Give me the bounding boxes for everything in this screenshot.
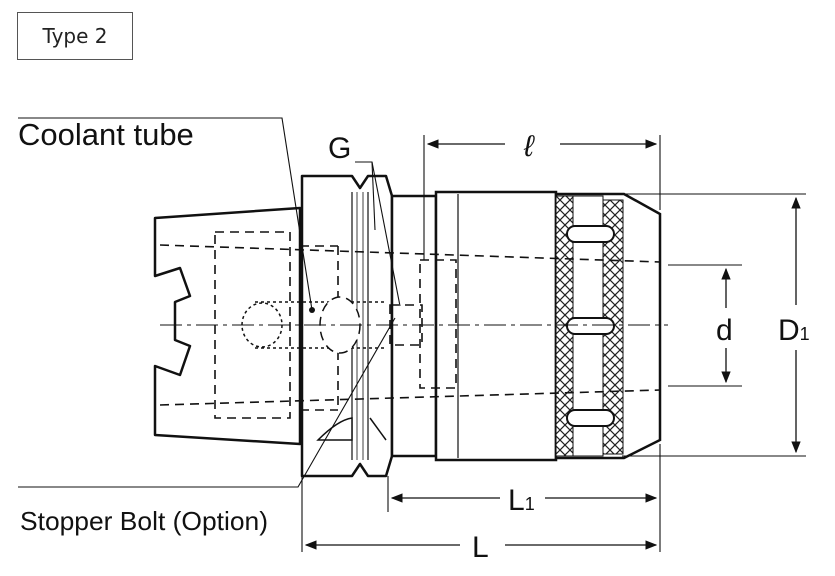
slot-bot	[566, 409, 615, 427]
l1-label: L1	[508, 484, 535, 517]
d1-main: D	[778, 314, 800, 347]
slot-top	[566, 225, 615, 243]
stopper-bolt-label: Stopper Bolt (Option)	[20, 506, 268, 536]
d1-label: D1	[778, 314, 810, 347]
body-cylinder	[390, 194, 438, 458]
type-label: Type 2	[42, 24, 108, 48]
g-label: G	[328, 132, 351, 165]
l-label: L	[472, 531, 489, 564]
coolant-tube-label: Coolant tube	[18, 117, 194, 152]
ell-label: ℓ	[523, 130, 535, 163]
l1-main: L	[508, 484, 525, 517]
d-label: d	[716, 314, 733, 347]
slot-mid	[566, 317, 615, 335]
d1-sub: 1	[800, 324, 810, 344]
sleeve	[434, 190, 558, 462]
l1-sub: 1	[525, 494, 535, 514]
type-label-box: Type 2	[17, 12, 133, 60]
taper-shank	[153, 206, 302, 446]
